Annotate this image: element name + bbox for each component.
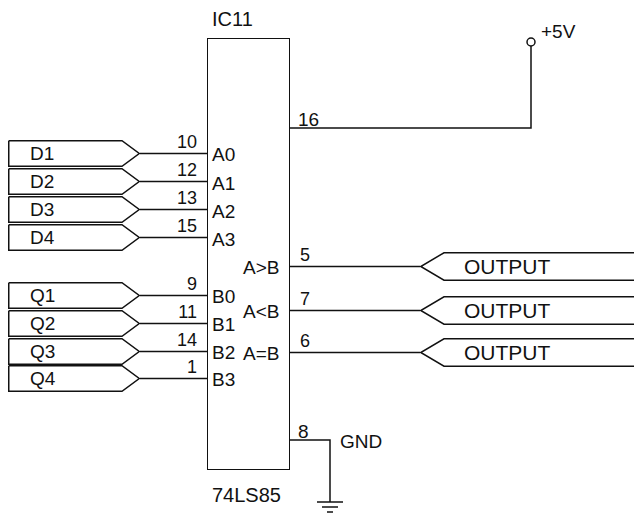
pin-number: 13 — [177, 189, 197, 207]
flag-outline — [9, 197, 140, 223]
pin-wire — [290, 266, 420, 268]
signal-name: OUTPUT — [420, 300, 550, 321]
signal-name: Q3 — [8, 342, 55, 361]
pin-name: A2 — [212, 202, 235, 221]
pin-name: B2 — [212, 343, 235, 362]
part-number: 74LS85 — [212, 485, 281, 505]
flag-outline — [9, 169, 140, 195]
flag-outline — [8, 310, 140, 337]
pin-number: 9 — [187, 275, 197, 293]
pin-name: A3 — [212, 230, 235, 249]
flag-outline — [421, 297, 634, 325]
pin-wire — [140, 181, 207, 183]
pin-wire — [140, 323, 207, 325]
input-signal-flag: Q4 — [8, 365, 140, 392]
pin-name: A<B — [243, 302, 279, 321]
flag-outline — [8, 140, 140, 167]
flag-outline — [8, 224, 140, 251]
output-signal-flag: OUTPUT — [420, 338, 634, 367]
pin-wire — [140, 237, 207, 239]
output-signal-flag: OUTPUT — [420, 296, 634, 325]
flag-outline — [8, 282, 140, 309]
pin-number: 10 — [177, 133, 197, 151]
pin-number: 8 — [298, 422, 309, 441]
ic-body: IC1174LS85 — [207, 38, 290, 470]
pin-number: 14 — [177, 331, 197, 349]
output-signal-flag: OUTPUT — [420, 252, 634, 281]
ic-designator: IC11 — [212, 9, 253, 29]
pin-wire — [140, 351, 207, 353]
pin-name: B1 — [212, 315, 235, 334]
flag-outline — [8, 365, 140, 392]
pin-number: 11 — [178, 303, 197, 321]
ground-symbol — [317, 501, 343, 503]
pin-number: 7 — [300, 290, 310, 308]
signal-name: D2 — [8, 172, 54, 191]
input-signal-flag: D2 — [8, 168, 140, 195]
pin-number: 6 — [300, 332, 310, 350]
signal-name: D4 — [8, 228, 54, 247]
pin-wire — [140, 153, 207, 155]
ground-symbol — [327, 511, 333, 513]
pin-name: A0 — [212, 145, 235, 164]
flag-outline — [421, 253, 634, 281]
flag-outline — [9, 339, 140, 365]
input-signal-flag: D4 — [8, 224, 140, 251]
pin-number: 5 — [300, 246, 310, 264]
signal-name: OUTPUT — [420, 342, 550, 363]
pin-name: B0 — [212, 287, 235, 306]
flag-outline — [8, 338, 140, 365]
signal-name: OUTPUT — [420, 256, 550, 277]
signal-name: Q2 — [8, 314, 55, 333]
flag-outline — [8, 168, 140, 195]
signal-name: Q1 — [8, 286, 55, 305]
pin-number: 16 — [298, 110, 319, 129]
pin-wire — [290, 352, 420, 354]
pin-name: A=B — [243, 344, 279, 363]
ground-wire — [290, 440, 330, 502]
flag-outline — [9, 311, 140, 337]
supply-terminal — [527, 38, 535, 46]
supply-wire — [290, 46, 531, 128]
pin-name: A>B — [243, 258, 279, 277]
flag-outline — [9, 283, 140, 309]
pin-wire — [140, 295, 207, 297]
pin-number: 15 — [177, 217, 197, 235]
signal-name: D3 — [8, 200, 54, 219]
input-signal-flag: Q1 — [8, 282, 140, 309]
flag-outline — [9, 366, 140, 392]
signal-name: D1 — [8, 144, 54, 163]
pin-name: B3 — [212, 370, 235, 389]
pin-name: A1 — [212, 174, 235, 193]
flag-outline — [421, 339, 634, 367]
pin-number: 1 — [187, 358, 197, 376]
pin-wire — [290, 310, 420, 312]
signal-name: Q4 — [8, 369, 55, 388]
input-signal-flag: D1 — [8, 140, 140, 167]
power-label: GND — [340, 432, 382, 451]
ground-symbol — [322, 506, 338, 508]
input-signal-flag: D3 — [8, 196, 140, 223]
flag-outline — [8, 196, 140, 223]
input-signal-flag: Q2 — [8, 310, 140, 337]
power-label: +5V — [541, 22, 575, 41]
pin-wire — [140, 378, 207, 380]
flag-outline — [9, 225, 140, 251]
pin-wire — [140, 209, 207, 211]
flag-outline — [9, 141, 140, 167]
pin-number: 12 — [177, 161, 197, 179]
input-signal-flag: Q3 — [8, 338, 140, 365]
